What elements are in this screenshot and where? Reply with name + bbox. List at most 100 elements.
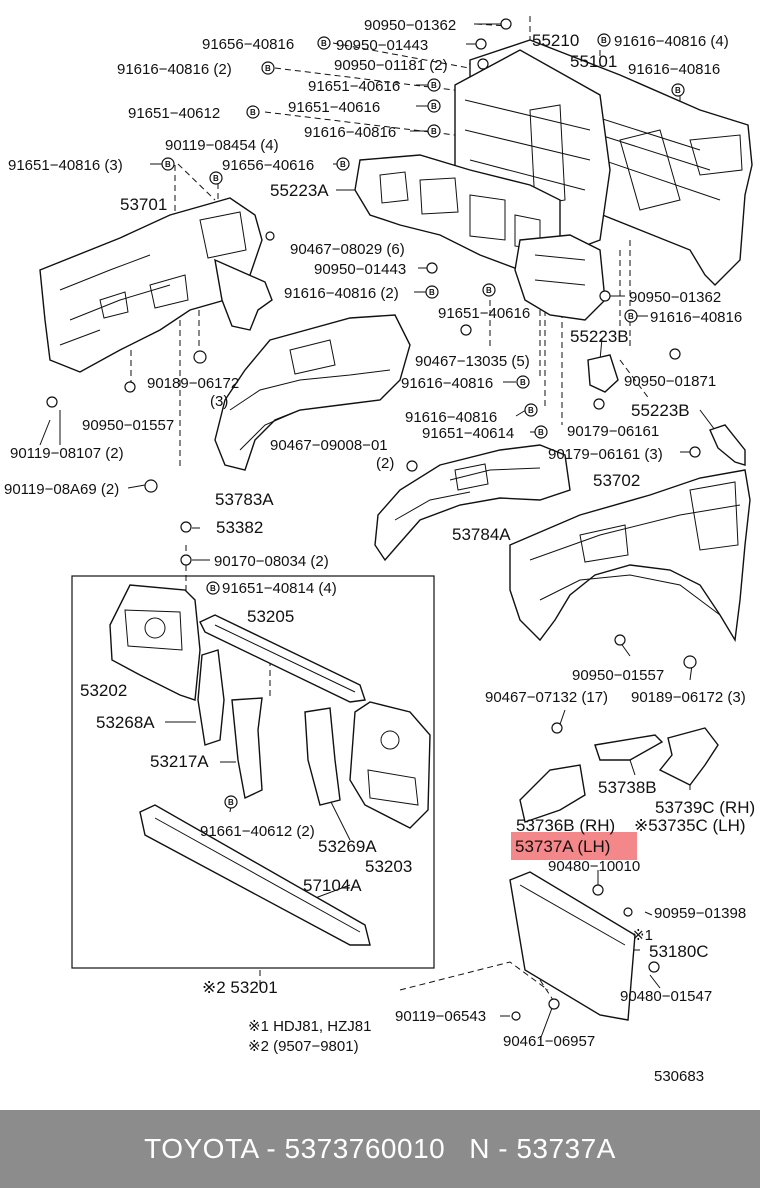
part-label: 90950−01443: [314, 261, 406, 278]
part-label: 91616−40816 (4): [614, 33, 729, 50]
part-label: 91616−40816: [628, 61, 720, 78]
svg-text:B: B: [675, 86, 681, 95]
part-label: 90179−06161 (3): [548, 446, 663, 463]
part-label: 91616−40816: [650, 309, 742, 326]
part-label: 90950−01557: [82, 417, 174, 434]
part-label: 53701: [120, 195, 167, 214]
part-label: 530683: [654, 1068, 704, 1085]
part-label: 91651−40814 (4): [222, 580, 337, 597]
part-label: ※53735C (LH): [634, 816, 746, 835]
part-label: 91616−40816 (2): [117, 61, 232, 78]
parts-diagram: B B B B B B B B B B B B B B B B B B B 90…: [4, 16, 755, 1085]
part-label: 55210: [532, 31, 579, 50]
part-label: 90950−01557: [572, 667, 664, 684]
part-label: 90950−01362: [364, 17, 456, 34]
part-label: 91616−40816: [405, 409, 497, 426]
part-label: 90179−06161: [567, 423, 659, 440]
part-label: 53217A: [150, 752, 209, 771]
footer-part-number: TOYOTA - 5373760010: [144, 1133, 446, 1164]
part-label: 91616−40816: [401, 375, 493, 392]
part-label: 53739C (RH): [655, 798, 755, 817]
svg-text:B: B: [265, 64, 271, 73]
part-label: 53736B (RH): [516, 816, 615, 835]
part-label: 53702: [593, 471, 640, 490]
part-label: 55101: [570, 52, 617, 71]
part-label: ※2 53201: [202, 978, 278, 997]
part-label: 90189−06172: [147, 375, 239, 392]
part-label-highlighted: 53737A (LH): [515, 837, 610, 856]
part-label: 90959−01398: [654, 905, 746, 922]
svg-text:B: B: [228, 798, 234, 807]
part-label: 91661−40612 (2): [200, 823, 315, 840]
part-label: 55223B: [631, 401, 690, 420]
part-label: 90119−08454 (4): [165, 137, 279, 154]
part-label: 90170−08034 (2): [214, 553, 329, 570]
part-label: 90467−13035 (5): [415, 353, 530, 370]
part-label: 55223B: [570, 327, 629, 346]
part-label: 90189−06172 (3): [631, 689, 746, 706]
part-label: 91616−40816: [304, 124, 396, 141]
svg-text:B: B: [431, 102, 437, 111]
part-label: 90950−01871: [624, 373, 716, 390]
svg-text:B: B: [486, 286, 492, 295]
part-label: 90119−08107 (2): [10, 445, 124, 462]
radiator-support-box: [71, 575, 435, 969]
part-label: ※2 (9507−9801): [248, 1038, 359, 1055]
part-label: 53784A: [452, 525, 511, 544]
part-label: 90480−10010: [548, 858, 640, 875]
svg-text:B: B: [431, 81, 437, 90]
part-label: 53738B: [598, 778, 657, 797]
part-label: (2): [376, 455, 394, 472]
front-apron-53701: [39, 197, 273, 373]
svg-text:B: B: [601, 36, 607, 45]
svg-text:B: B: [431, 127, 437, 136]
wheel-housing-53784a: [374, 444, 571, 562]
seal-parts: [519, 727, 719, 823]
part-label: 53382: [216, 518, 263, 537]
part-label: ※1: [632, 927, 653, 944]
highlight-box: [511, 832, 637, 860]
bracket-53217a: [231, 697, 263, 800]
fastener-symbols: B B B B B B B B B B B B B B B B B B B: [46, 18, 701, 1021]
hood-seal-53180c: [509, 871, 636, 1021]
part-label: 91651−40616: [288, 99, 380, 116]
part-label: 53203: [365, 857, 412, 876]
part-label: 53268A: [96, 713, 155, 732]
dash-insulator-55223b: [514, 234, 746, 466]
part-label: 53202: [80, 681, 127, 700]
part-label: 91651−40614: [422, 425, 514, 442]
part-label: 91651−40616: [438, 305, 530, 322]
part-label: 55223A: [270, 181, 329, 200]
svg-text:B: B: [628, 312, 634, 321]
part-label: 90461−06957: [503, 1033, 595, 1050]
bracket-53268a: [197, 649, 225, 746]
svg-text:B: B: [213, 174, 219, 183]
part-label: 90950−01362: [629, 289, 721, 306]
svg-text:B: B: [210, 584, 216, 593]
part-label: 53205: [247, 607, 294, 626]
part-label: 91651−40616: [308, 78, 400, 95]
part-label: 90950−01181 (2): [334, 57, 448, 74]
bracket-53269a: [304, 707, 341, 806]
part-label: 90950−01443: [336, 37, 428, 54]
part-label: 91656−40816: [202, 36, 294, 53]
svg-text:B: B: [321, 39, 327, 48]
radiator-support-side-53202: [109, 584, 201, 701]
part-label: 91651−40816 (3): [8, 157, 123, 174]
part-label: 53783A: [215, 490, 274, 509]
part-label: 91656−40616: [222, 157, 314, 174]
part-label: 90119−08A69 (2): [4, 481, 119, 498]
upper-support-53205: [199, 614, 366, 703]
svg-text:B: B: [538, 428, 544, 437]
lower-crossmember-57104a: [139, 804, 371, 946]
part-label: 53269A: [318, 837, 377, 856]
part-label: 91616−40816 (2): [284, 285, 399, 302]
part-label: 90467−08029 (6): [290, 241, 405, 258]
radiator-support-side-53203: [349, 701, 431, 829]
part-labels: 90950−01362 91656−40816 90950−01443 5521…: [4, 17, 755, 1085]
part-label: 57104A: [303, 876, 362, 895]
svg-text:B: B: [520, 378, 526, 387]
svg-text:B: B: [340, 160, 346, 169]
svg-text:B: B: [528, 406, 534, 415]
svg-text:B: B: [250, 108, 256, 117]
